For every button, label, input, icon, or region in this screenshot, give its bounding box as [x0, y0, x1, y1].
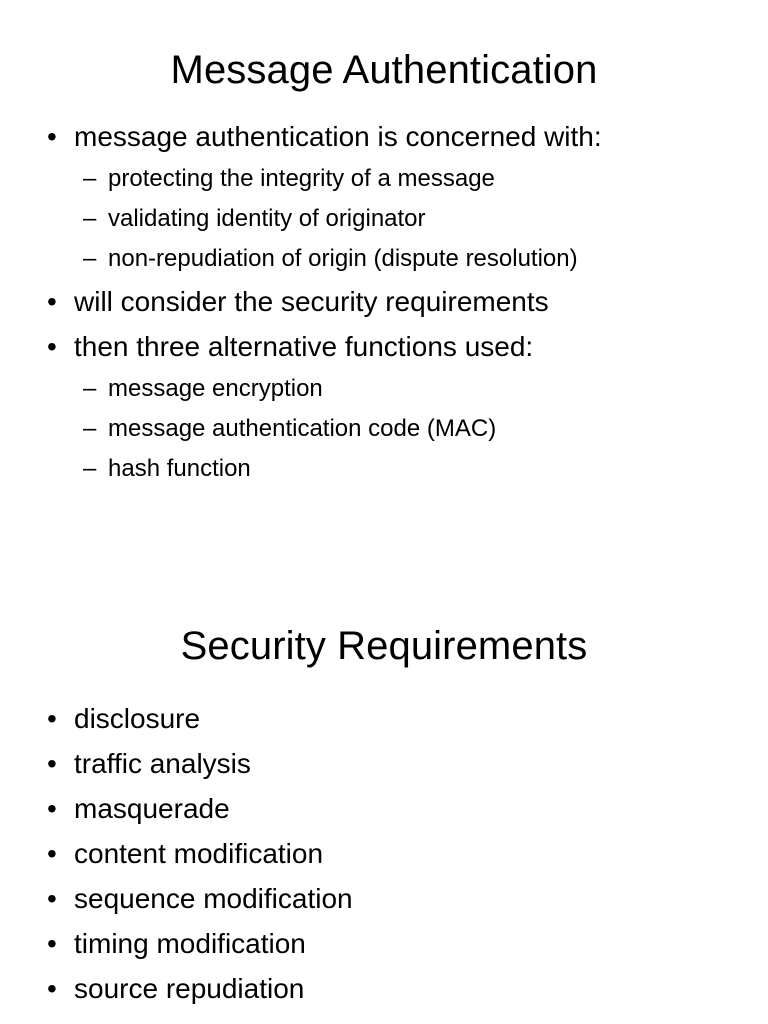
slide-message-authentication: Message Authentication • message authenti…	[0, 48, 768, 489]
list-item: –message authentication code (MAC)	[0, 409, 768, 449]
list-item-label: masquerade	[74, 793, 230, 824]
bullet-dash-icon: –	[83, 455, 97, 482]
list-item: • content modification	[0, 831, 768, 876]
bullet-dash-icon: –	[83, 375, 97, 402]
bullet-dash-icon: –	[83, 165, 97, 192]
list-item-label: validating identity of originator	[108, 205, 426, 232]
list-item: –message encryption	[0, 369, 768, 409]
list-item-label: non-repudiation of origin (dispute resol…	[108, 245, 578, 272]
bullet-dash-icon: –	[83, 245, 97, 272]
bullet-dot-icon: •	[47, 331, 57, 362]
list-item-label: traffic analysis	[74, 748, 251, 779]
list-item-label: message encryption	[108, 375, 323, 402]
list-item-label: content modification	[74, 838, 324, 869]
list-item: • message authentication is concerned wit…	[0, 114, 768, 159]
list-item: –validating identity of originator	[0, 199, 768, 239]
list-item: • traffic analysis	[0, 741, 768, 786]
list-item-label: source repudiation	[74, 973, 305, 1004]
bullet-dot-icon: •	[47, 973, 57, 1004]
bullet-dot-icon: •	[47, 748, 57, 779]
bullet-dot-icon: •	[47, 286, 57, 317]
list-item-label: sequence modification	[74, 883, 353, 914]
bullet-dot-icon: •	[47, 838, 57, 869]
list-item: • source repudiation	[0, 966, 768, 1011]
list-item-label: message authentication is concerned with…	[74, 121, 602, 152]
bullet-dot-icon: •	[47, 883, 57, 914]
list-item-label: will consider the security requirements	[74, 286, 549, 317]
list-item-label: disclosure	[74, 703, 201, 734]
slide-security-requirements: Security Requirements • disclosure • traffi…	[0, 600, 768, 1024]
bullet-list-security-requirements: •disclosure•traffic analysis•masquerade•…	[0, 696, 768, 1011]
list-item: • disclosure	[0, 696, 768, 741]
bullet-dot-icon: •	[47, 703, 57, 734]
list-item: –protecting the integrity of a message	[0, 159, 768, 199]
list-item-label: hash function	[108, 455, 251, 482]
page-title: Security Requirements	[180, 624, 588, 668]
bullet-dot-icon: •	[47, 793, 57, 824]
bullet-dot-icon: •	[47, 121, 57, 152]
page-title: Message Authentication	[170, 48, 598, 92]
list-item: • timing modification	[0, 921, 768, 966]
list-item: –hash function	[0, 449, 768, 489]
list-item-label: then three alternative functions used:	[74, 331, 534, 362]
bullet-dash-icon: –	[83, 415, 97, 442]
list-item: • will consider the security requirements	[0, 279, 768, 324]
list-item: • masquerade	[0, 786, 768, 831]
bullet-dash-icon: –	[83, 205, 97, 232]
list-item: –non-repudiation of origin (dispute reso…	[0, 239, 768, 279]
list-item-label: protecting the integrity of a message	[108, 165, 495, 192]
list-item-label: timing modification	[74, 928, 306, 959]
list-item: • then three alternative functions used:	[0, 324, 768, 369]
bullet-dot-icon: •	[47, 928, 57, 959]
bullet-list-message-authentication: • message authentication is concerned wit…	[0, 114, 768, 489]
list-item: • sequence modification	[0, 876, 768, 921]
list-item-label: message authentication code (MAC)	[108, 415, 497, 442]
